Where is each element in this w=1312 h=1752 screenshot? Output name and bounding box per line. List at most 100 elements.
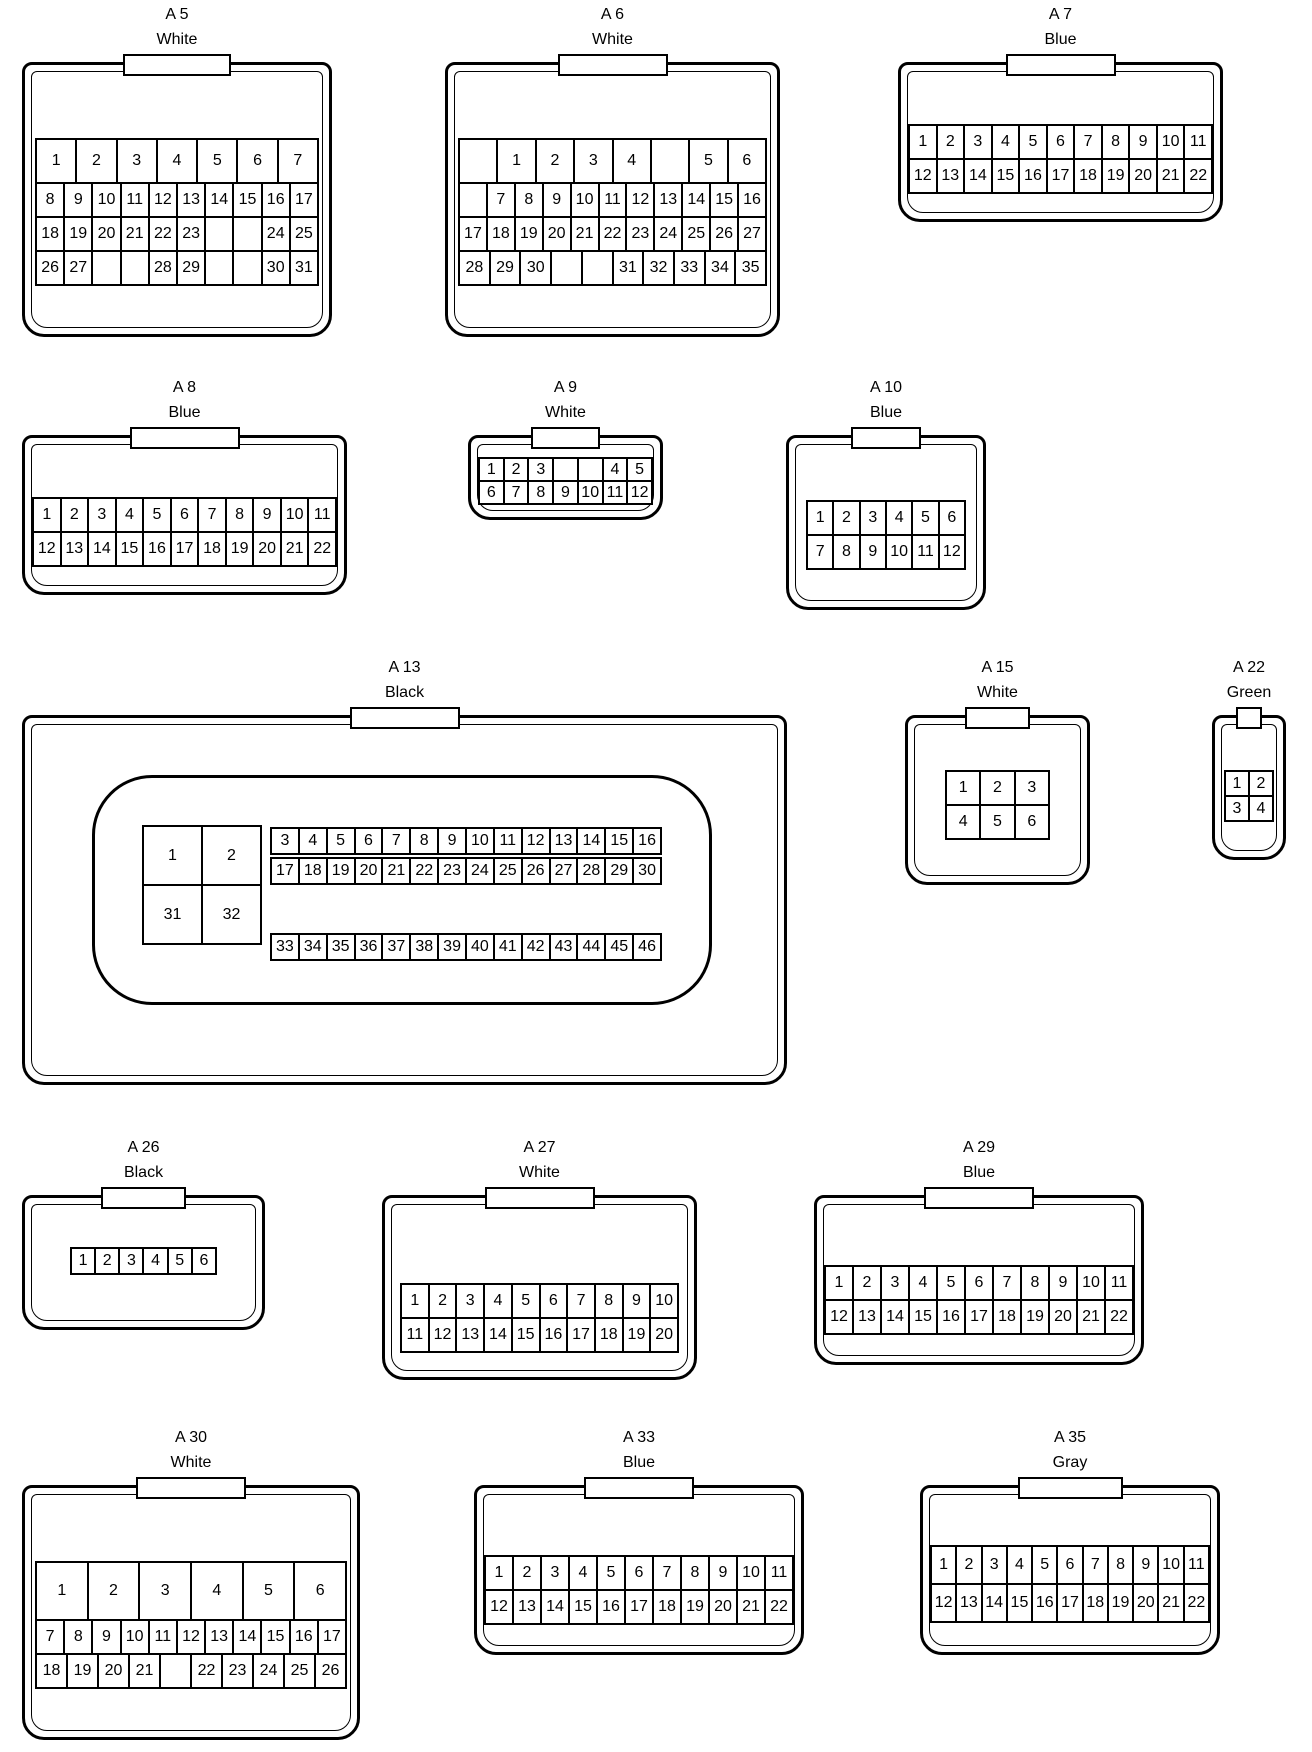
pin: 15	[512, 1319, 539, 1351]
blank-cavity	[582, 252, 612, 284]
pin: 5	[144, 499, 170, 531]
pin: 12	[627, 184, 654, 216]
pin: 2	[429, 1285, 456, 1317]
pin: 4	[992, 126, 1019, 158]
pin: 4	[613, 140, 650, 182]
connector-color: Blue	[1044, 31, 1077, 48]
pin: 20	[254, 533, 280, 565]
pin: 15	[262, 1621, 289, 1653]
pin: 21	[281, 533, 308, 565]
pin: 35	[327, 935, 354, 959]
pin: 17	[171, 533, 198, 565]
latch-tab	[136, 1477, 246, 1499]
pin: 15	[570, 1591, 596, 1623]
pin: 9	[1050, 1267, 1076, 1299]
pin: 10	[578, 482, 602, 503]
pin: 2	[504, 459, 528, 480]
pin: 11	[913, 536, 938, 568]
pin: 30	[262, 252, 289, 284]
connector-color: White	[977, 684, 1018, 701]
pin: 17	[626, 1591, 652, 1623]
pin: 4	[157, 140, 197, 182]
pin: 6	[171, 499, 198, 531]
pin: 18	[487, 218, 514, 250]
pin: 3	[529, 459, 553, 480]
pin: 12	[939, 536, 964, 568]
pin: 15	[116, 533, 143, 565]
pin: 19	[1022, 1301, 1048, 1333]
pin: 32	[203, 886, 260, 943]
latch-tab	[349, 707, 460, 729]
pin: 32	[644, 252, 673, 284]
connector-id: A 9	[553, 379, 578, 396]
latch-tab	[1236, 707, 1262, 729]
latch-tab	[531, 427, 600, 449]
connector-id: A 10	[869, 379, 903, 396]
pin: 26	[37, 252, 64, 284]
pin: 4	[299, 829, 326, 853]
pin: 20	[355, 859, 382, 883]
pin: 10	[121, 1621, 148, 1653]
pin: 2	[514, 1557, 540, 1589]
pin: 1	[486, 1557, 512, 1589]
pin: 18	[994, 1301, 1020, 1333]
pin: 3	[575, 140, 612, 182]
latch-tab	[122, 54, 232, 76]
pin: 14	[485, 1319, 511, 1351]
pin: 10	[651, 1285, 677, 1317]
connector-id: A 22	[1232, 659, 1266, 676]
pin: 15	[1007, 1585, 1032, 1621]
pin: 17	[568, 1319, 594, 1351]
pin: 9	[93, 1621, 120, 1653]
connector-id: A 7	[1048, 6, 1073, 23]
pin: 1	[144, 827, 201, 884]
pin: 20	[543, 218, 570, 250]
pin: 10	[1078, 1267, 1104, 1299]
pin: 2	[536, 140, 574, 182]
pin: 13	[854, 1301, 880, 1333]
pin: 6	[1015, 806, 1048, 838]
pin: 12	[429, 1319, 456, 1351]
pin: 4	[1007, 1547, 1032, 1583]
pin: 23	[178, 218, 205, 250]
pin: 7	[1083, 1547, 1107, 1583]
latch-tab	[557, 54, 668, 76]
connector-id: A 15	[981, 659, 1014, 676]
connector-color: Blue	[962, 1164, 996, 1181]
pin: 19	[623, 1319, 650, 1351]
pin: 11	[121, 184, 148, 216]
pin: 7	[1075, 126, 1101, 158]
blank-cavity	[460, 184, 486, 216]
pin: 34	[705, 252, 735, 284]
pin: 13	[957, 1585, 981, 1621]
pin: 2	[854, 1267, 880, 1299]
pin: 3	[965, 126, 991, 158]
pin: 6	[355, 829, 382, 853]
pin: 20	[710, 1591, 736, 1623]
pin: 42	[522, 935, 549, 959]
pin: 7	[487, 184, 514, 216]
pin: 39	[439, 935, 465, 959]
pin: 29	[606, 859, 633, 883]
pin: 6	[1058, 1547, 1082, 1583]
pin: 4	[887, 502, 912, 534]
pin: 20	[1134, 1585, 1158, 1621]
latch-tab	[965, 707, 1030, 729]
connector-id: A 29	[962, 1139, 996, 1156]
pin: 11	[1184, 1547, 1208, 1583]
pin: 24	[262, 218, 289, 250]
